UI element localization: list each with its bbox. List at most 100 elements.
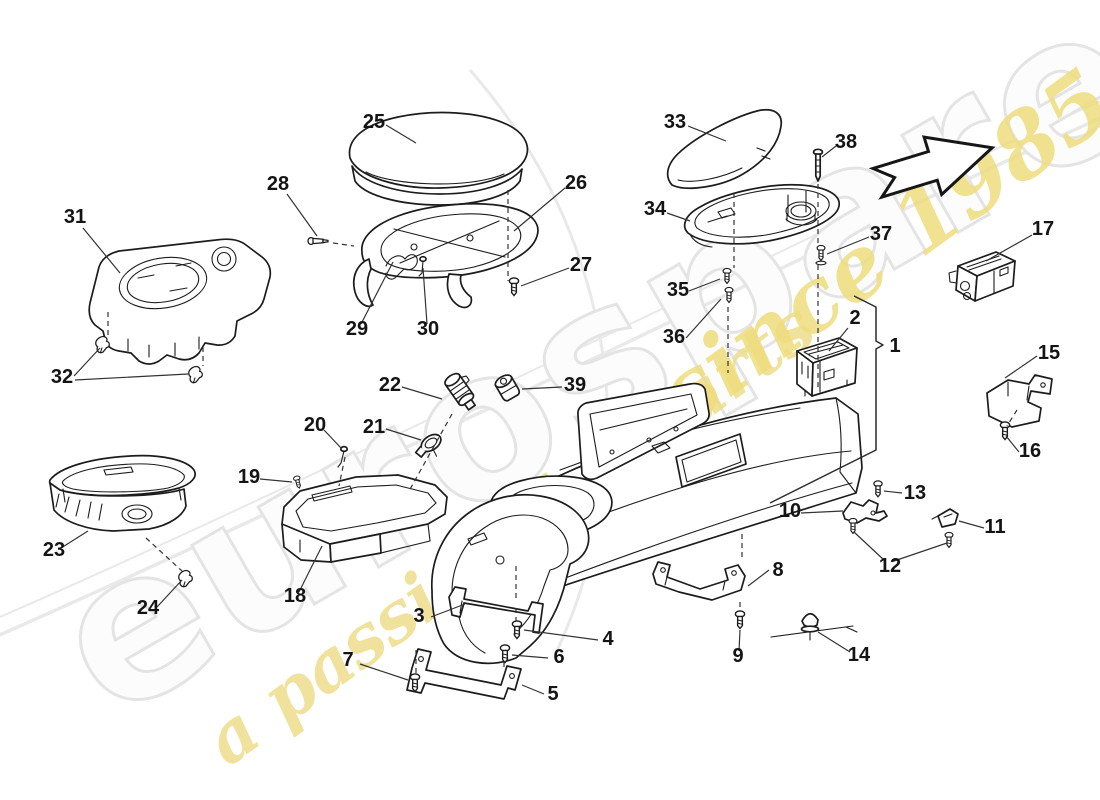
outline [974, 260, 1016, 302]
callout-34[interactable]: 34 [644, 198, 691, 222]
part-21-socket-ring-drawing[interactable] [412, 431, 448, 465]
callout-20[interactable]: 20 [304, 414, 342, 449]
callout-1[interactable]: 1 [889, 335, 900, 357]
part-2-storage-box-drawing[interactable] [796, 337, 858, 397]
callout-28[interactable]: 28 [267, 173, 318, 237]
part-16-screw[interactable] [999, 421, 1011, 441]
part-31-cover-drawing[interactable] [88, 238, 272, 365]
leader-line [800, 510, 844, 514]
callout-35[interactable]: 35 [667, 278, 721, 301]
callout-12[interactable]: 12 [853, 531, 948, 577]
callout-22[interactable]: 22 [379, 374, 443, 400]
leader-line [738, 629, 741, 652]
part-34-tray-drawing[interactable] [683, 183, 840, 248]
part-18-trim-drawing[interactable] [281, 474, 448, 563]
leader-line [523, 629, 599, 641]
callout-17[interactable]: 17 [985, 218, 1054, 262]
part-38-screw[interactable] [812, 148, 824, 182]
detail [785, 213, 818, 226]
callout-16[interactable]: 16 [1005, 435, 1041, 462]
callout-14[interactable]: 14 [817, 631, 871, 666]
callout-23[interactable]: 23 [43, 530, 89, 561]
part-39-cap-drawing[interactable] [493, 373, 521, 403]
callout-5[interactable]: 5 [521, 683, 559, 705]
callout-3[interactable]: 3 [413, 603, 466, 627]
detail [651, 441, 671, 454]
callout-37[interactable]: 37 [826, 223, 892, 255]
hole [495, 555, 505, 565]
part-30-pin[interactable] [418, 255, 427, 277]
callout-18[interactable]: 18 [284, 545, 323, 607]
leader-line [385, 428, 422, 441]
part-console-front-cowl[interactable] [431, 493, 590, 665]
part-12-screw[interactable] [848, 517, 858, 534]
callout-7[interactable]: 7 [342, 649, 409, 681]
part-25-lid-drawing[interactable] [348, 111, 529, 206]
callout-4[interactable]: 4 [523, 628, 614, 650]
detail [500, 384, 517, 395]
part-12-screw[interactable] [944, 531, 954, 548]
callout-33[interactable]: 33 [664, 111, 727, 142]
part-33-cover-drawing[interactable] [666, 108, 783, 189]
part-11-clip-drawing[interactable] [931, 508, 959, 528]
detail [756, 147, 771, 160]
callout-25[interactable]: 25 [363, 111, 417, 144]
callout-26[interactable]: 26 [513, 172, 587, 232]
detail [118, 256, 208, 310]
part-22-lighter-drawing[interactable] [443, 368, 483, 412]
callout-29[interactable]: 29 [346, 261, 394, 340]
part-17-switch-unit-drawing[interactable] [948, 251, 1016, 302]
detail [126, 262, 200, 304]
part-console-top-plate[interactable] [577, 382, 710, 481]
part-37-washer [815, 260, 827, 266]
detail [677, 167, 743, 182]
callout-label: 33 [664, 111, 686, 133]
callout-30[interactable]: 30 [417, 267, 439, 340]
part-14-cable-drawing[interactable] [770, 612, 858, 641]
part-26-frame-drawing[interactable] [352, 202, 539, 309]
leader-line [688, 278, 721, 292]
outline [683, 183, 840, 245]
callout-9[interactable]: 9 [732, 629, 744, 667]
callout-19[interactable]: 19 [238, 466, 293, 488]
callout-31[interactable]: 31 [64, 206, 121, 274]
leader-line [513, 187, 566, 232]
callout-38[interactable]: 38 [821, 131, 857, 158]
leader-line [958, 520, 985, 529]
callout-11[interactable]: 11 [958, 516, 1006, 538]
part-20-pin[interactable] [337, 445, 349, 468]
callout-36[interactable]: 36 [663, 298, 722, 348]
hole [870, 510, 876, 516]
callout-15[interactable]: 15 [1004, 342, 1060, 379]
detail [694, 188, 830, 238]
detail [451, 514, 569, 635]
part-9-screw[interactable] [734, 610, 746, 630]
part-13-screw[interactable] [873, 480, 883, 498]
part-10-bracket-drawing[interactable] [842, 499, 888, 524]
part-32-clip[interactable] [188, 365, 203, 384]
callout-6[interactable]: 6 [511, 646, 565, 668]
callout-2[interactable]: 2 [828, 307, 861, 352]
part-15-bracket-drawing[interactable] [986, 374, 1053, 428]
leader-line [1004, 355, 1038, 379]
part-3-bracket-drawing[interactable] [448, 586, 544, 634]
part-29-spring[interactable] [385, 254, 418, 280]
part-23-storage-tray-drawing[interactable] [48, 454, 196, 532]
callout-32[interactable]: 32 [51, 347, 189, 388]
leader-line [360, 261, 394, 325]
callout-39[interactable]: 39 [521, 374, 586, 396]
part-28-pin[interactable] [307, 236, 329, 246]
callout-24[interactable]: 24 [137, 579, 183, 619]
part-8-bracket-drawing[interactable] [652, 561, 746, 601]
callout-10[interactable]: 10 [779, 500, 844, 522]
callout-21[interactable]: 21 [363, 416, 422, 441]
callout-27[interactable]: 27 [520, 254, 592, 287]
callout-8[interactable]: 8 [747, 559, 784, 587]
hole [418, 656, 424, 662]
cap [801, 612, 819, 628]
detail [707, 207, 736, 223]
leader-line [521, 684, 545, 695]
part-5-bracket-drawing[interactable] [406, 648, 522, 700]
callout-13[interactable]: 13 [883, 482, 926, 504]
